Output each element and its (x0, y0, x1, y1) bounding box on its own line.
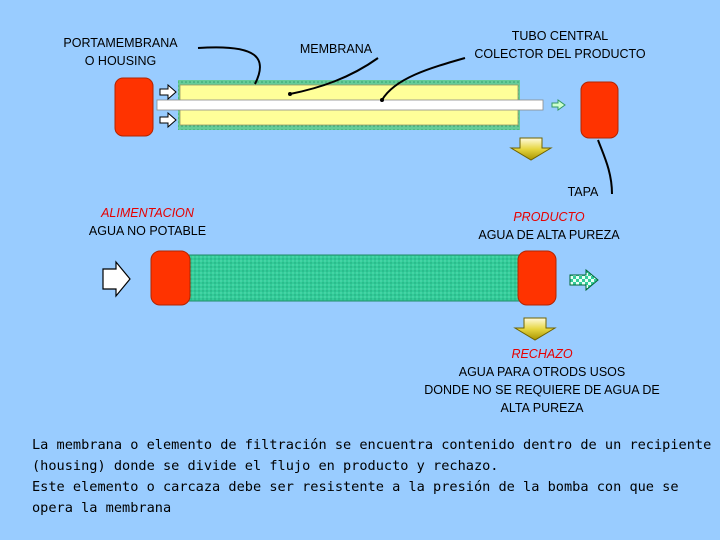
pointer-tubo (381, 57, 466, 101)
inlet-arrow-upper (159, 83, 177, 101)
housing-label: PORTAMEMBRANA O HOUSING (63, 36, 178, 68)
tapa-label: TAPA (567, 185, 599, 199)
pointer-tapa (597, 139, 613, 195)
central-tube (156, 99, 544, 111)
reject-arrow-top (509, 137, 553, 161)
pointer-housing (197, 46, 261, 85)
bottom-left-cap (150, 250, 191, 306)
pointer-membrana (289, 57, 379, 95)
reject-arrow-bottom (513, 317, 557, 341)
left-cap (114, 77, 154, 137)
tubo-central-label: TUBO CENTRAL COLECTOR DEL PRODUCTO (474, 29, 646, 61)
top-membrane-assembly (114, 77, 619, 161)
alimentacion-label: ALIMENTACION AGUA NO POTABLE (88, 206, 207, 238)
membrane-body (184, 254, 524, 302)
membrana-label: MEMBRANA (299, 42, 373, 56)
product-arrow-small (551, 99, 566, 111)
bottom-right-cap (517, 250, 557, 306)
feed-arrow (102, 260, 131, 298)
producto-label: PRODUCTO AGUA DE ALTA PUREZA (478, 210, 620, 242)
product-arrow (569, 268, 599, 292)
description-paragraph: La membrana o elemento de filtración se … (32, 437, 712, 516)
diagram-graphic (102, 46, 619, 341)
rechazo-label: RECHAZO AGUA PARA OTRODS USOS DONDE NO S… (424, 347, 660, 415)
right-cap-tapa (580, 81, 619, 139)
bottom-module (102, 250, 599, 341)
inlet-arrow-lower (159, 111, 177, 129)
